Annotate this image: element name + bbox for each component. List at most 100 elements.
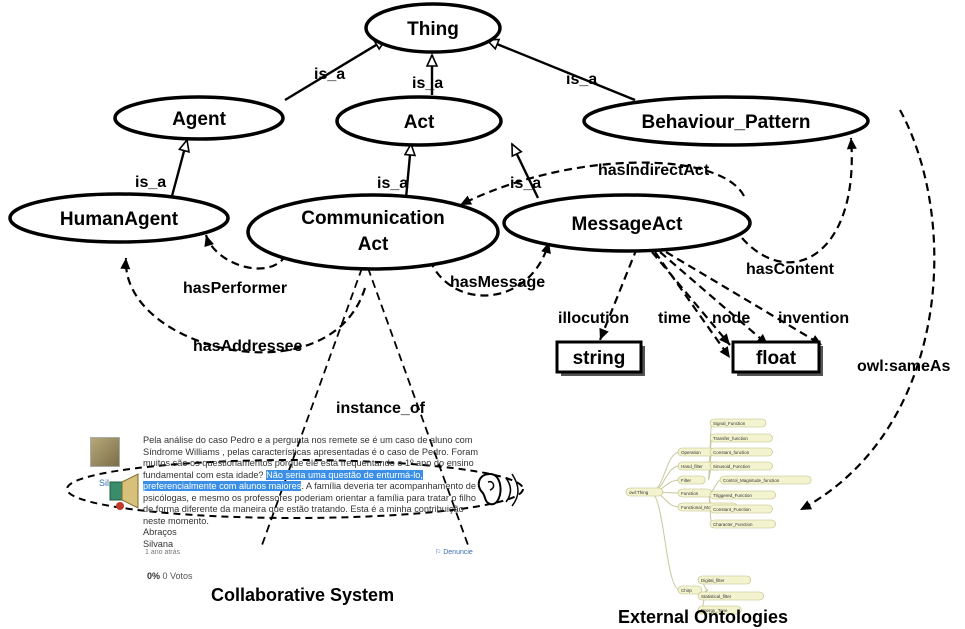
report-label[interactable]: Denuncie: [443, 549, 473, 556]
node-human-agent: HumanAgent: [8, 192, 230, 244]
label-is-a-message: is_a: [510, 175, 541, 192]
edge-has-content: [741, 137, 857, 264]
votes-percent: 0%: [147, 571, 161, 581]
edge-invention: [665, 251, 823, 346]
onto-leaf-node: [719, 475, 812, 485]
node-thing-label: Thing: [407, 19, 459, 40]
node-act: Act: [335, 95, 503, 147]
onto-leaf-node-label: Transfer_function: [713, 436, 748, 441]
onto-leaf-node-label: Character_Function: [713, 522, 753, 527]
label-is-a-act: is_a: [412, 75, 443, 92]
onto-leaf-node-label: Triggered_Function: [713, 493, 752, 498]
onto-leaf-node-label: Sinusoid_Function: [713, 464, 751, 469]
onto-leaf-node: [709, 461, 773, 471]
node-behaviour-pattern-label: Behaviour_Pattern: [642, 112, 811, 133]
edge-has-indirect-act: [459, 161, 745, 206]
node-string-label: string: [573, 348, 626, 369]
avatar-name[interactable]: Sil: [99, 478, 110, 488]
edge-has-message: [428, 241, 551, 297]
ear-icon: [477, 472, 519, 507]
edge-labels: is_a is_a is_a is_a is_a is_a hasIndirec…: [135, 66, 950, 417]
onto-leaf-node: [709, 447, 773, 457]
edge-agent-thing: [284, 37, 386, 102]
onto-root-node: [625, 487, 664, 497]
label-illocution: illocution: [558, 310, 629, 327]
label-has-addressee: hasAddressee: [193, 338, 302, 355]
onto-leaf-node: [709, 433, 773, 443]
onto-leaf-node: [709, 519, 776, 529]
onto-leaf-node: [709, 504, 773, 514]
label-has-message: hasMessage: [450, 274, 545, 291]
onto-root-node-label: owl:Thing: [629, 490, 649, 495]
onto-branch-node-label: Function: [681, 491, 699, 496]
label-is-a-human: is_a: [135, 174, 166, 191]
node-agent-label: Agent: [172, 109, 227, 130]
onto-leaf-node: [709, 418, 767, 428]
node-message-act: MessageAct: [502, 193, 752, 253]
label-instance-of: instance_of: [336, 400, 426, 417]
onto-leaf-node: [697, 605, 742, 615]
label-is-a-agent: is_a: [314, 66, 345, 83]
votes: 0% 0 Votos: [147, 571, 193, 581]
onto-leaf-node-label: Statistical_filter: [701, 594, 732, 599]
onto-branch-node-label: Filter: [681, 478, 692, 483]
edge-owl-same-as: [799, 109, 936, 511]
caption-external-ontologies: External Ontologies: [618, 607, 788, 627]
caption-collaborative-system: Collaborative System: [211, 585, 394, 605]
highlight-ellipse: [66, 459, 524, 519]
label-owl-same-as: owl:sameAs: [857, 358, 950, 375]
property-edges: [120, 109, 936, 546]
is-a-edges: [170, 37, 636, 199]
onto-leaf-node-label: Constant_Function: [713, 507, 751, 512]
post-text-after: . A família deveria ter acompanhamento d…: [143, 481, 476, 526]
forum-post: Pela análise do caso Pedro e a pergunta …: [143, 435, 488, 550]
post-text-before: Pela análise do caso Pedro e a pergunta …: [143, 435, 478, 480]
external-ontology-graph: owl:Thing OperationHand_filterFilterFunct…: [625, 418, 812, 615]
node-message-act-label: MessageAct: [572, 214, 684, 235]
onto-leaf-node-label: Control_Magnitude_function: [723, 478, 780, 483]
onto-leaf-node-label: Energy_Tone: [701, 608, 728, 613]
collaborative-screenshot: [66, 459, 524, 519]
node-string: string: [555, 340, 645, 376]
datatype-nodes: string float: [555, 340, 823, 376]
label-time: time: [658, 310, 691, 327]
class-nodes: Thing Agent Act Behaviour_Pattern HumanA…: [8, 2, 870, 271]
speaker-icon: [109, 473, 139, 510]
onto-leaf-node-label: Signal_Function: [713, 421, 746, 426]
edge-time-b: [654, 251, 731, 359]
onto-branch-node: [677, 585, 703, 595]
label-has-indirect-act: hasIndirectAct: [598, 162, 710, 179]
node-float: float: [731, 340, 823, 376]
edge-instance-of-left: [261, 267, 363, 546]
post-signature: Silvana: [143, 538, 174, 549]
report-link[interactable]: ⚐ Denuncie: [435, 549, 473, 556]
label-is-a-comm: is_a: [377, 175, 408, 192]
node-thing: Thing: [364, 2, 502, 54]
onto-branch-node-label: Functional_Model: [681, 505, 717, 510]
onto-leaf-node: [697, 591, 764, 601]
edge-humanagent-agent: [170, 140, 187, 197]
edge-node: [659, 251, 769, 346]
onto-branch-node-label: Hand_filter: [681, 464, 703, 469]
onto-leaf-node: [697, 575, 752, 585]
label-has-performer: hasPerformer: [183, 280, 287, 297]
avatar[interactable]: [90, 437, 120, 467]
onto-branch-node-label: Chirp: [681, 588, 692, 593]
edge-message-act: [510, 144, 540, 199]
node-human-agent-label: HumanAgent: [60, 209, 179, 230]
node-communication-act: Communication Act: [246, 193, 500, 271]
votes-label: 0 Votos: [162, 571, 193, 581]
edge-communication-act: [406, 144, 411, 199]
label-is-a-behaviour: is_a: [566, 71, 597, 88]
onto-branch-node-label: Operation: [681, 450, 701, 455]
node-act-label: Act: [404, 112, 435, 133]
label-has-content: hasContent: [746, 261, 835, 278]
node-communication-act-label-2: Act: [358, 234, 389, 255]
onto-leaf-node-label: Constant_function: [713, 450, 750, 455]
onto-branch-node: [677, 475, 706, 485]
node-float-label: float: [756, 348, 797, 369]
edge-instance-of-right: [367, 267, 469, 546]
node-agent: Agent: [113, 95, 285, 141]
edge-behaviour-thing: [487, 40, 636, 102]
